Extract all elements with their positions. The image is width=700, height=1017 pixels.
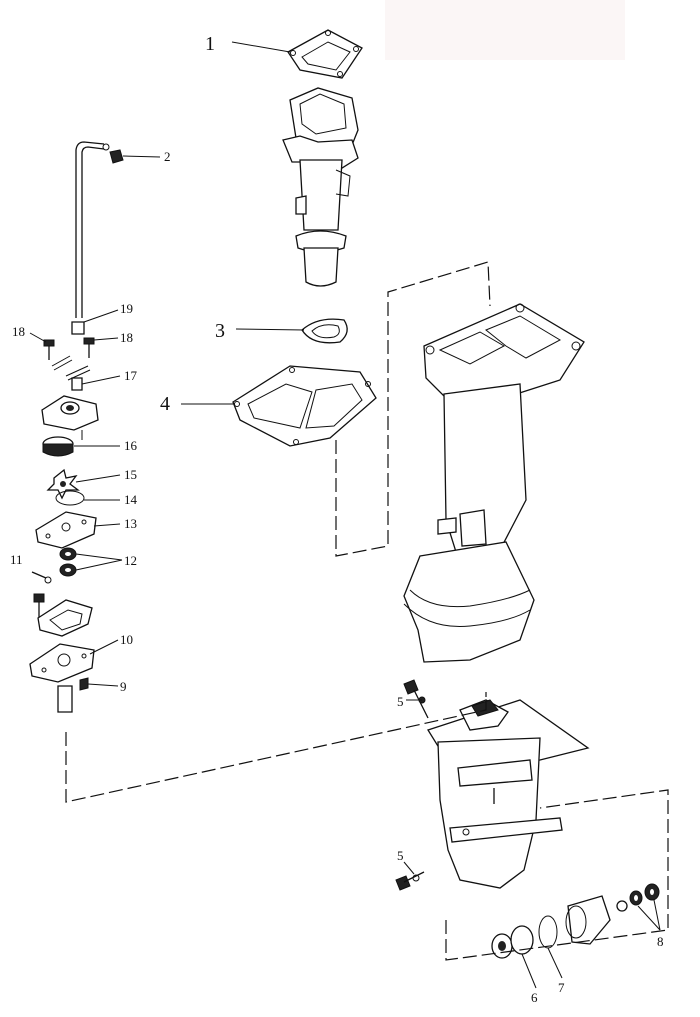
callout-18-left: 18 bbox=[12, 324, 25, 339]
prop-shaft-seal-set bbox=[491, 883, 660, 959]
callout-8: 8 bbox=[657, 934, 664, 949]
callout-labels: 1 2 3 4 5 5 6 7 8 9 10 11 12 13 14 15 16… bbox=[10, 33, 664, 1005]
callout-17: 17 bbox=[124, 368, 138, 383]
callout-16: 16 bbox=[124, 438, 138, 453]
callout-18-right: 18 bbox=[120, 330, 133, 345]
callout-5-lower: 5 bbox=[397, 848, 404, 863]
callout-19: 19 bbox=[120, 301, 133, 316]
callout-15: 15 bbox=[124, 467, 137, 482]
part-1-gasket bbox=[287, 29, 363, 79]
callout-4: 4 bbox=[160, 393, 170, 415]
callout-7: 7 bbox=[558, 980, 565, 995]
callout-6: 6 bbox=[531, 990, 538, 1005]
assembly-guide-lines bbox=[65, 261, 669, 961]
callout-11: 11 bbox=[10, 552, 23, 567]
part-3-seal bbox=[301, 318, 348, 344]
callout-1: 1 bbox=[205, 33, 215, 55]
callout-5-upper: 5 bbox=[397, 694, 404, 709]
part-4-gasket bbox=[232, 365, 377, 447]
callout-3: 3 bbox=[215, 320, 225, 342]
watermark-patch bbox=[385, 0, 625, 60]
water-tube bbox=[75, 141, 110, 318]
water-pump-assembly bbox=[29, 321, 99, 713]
part-5-bolts bbox=[395, 679, 429, 891]
lower-unit-gearcase bbox=[427, 699, 590, 889]
callout-10: 10 bbox=[120, 632, 133, 647]
callout-leaders bbox=[29, 41, 661, 989]
callout-12: 12 bbox=[124, 553, 137, 568]
driveshaft-housing bbox=[403, 303, 585, 663]
part-2-plug bbox=[109, 149, 161, 164]
callout-13: 13 bbox=[124, 516, 137, 531]
callout-2: 2 bbox=[164, 149, 171, 164]
exhaust-tube-housing bbox=[282, 87, 359, 287]
callout-9: 9 bbox=[120, 679, 127, 694]
callout-14: 14 bbox=[124, 492, 138, 507]
